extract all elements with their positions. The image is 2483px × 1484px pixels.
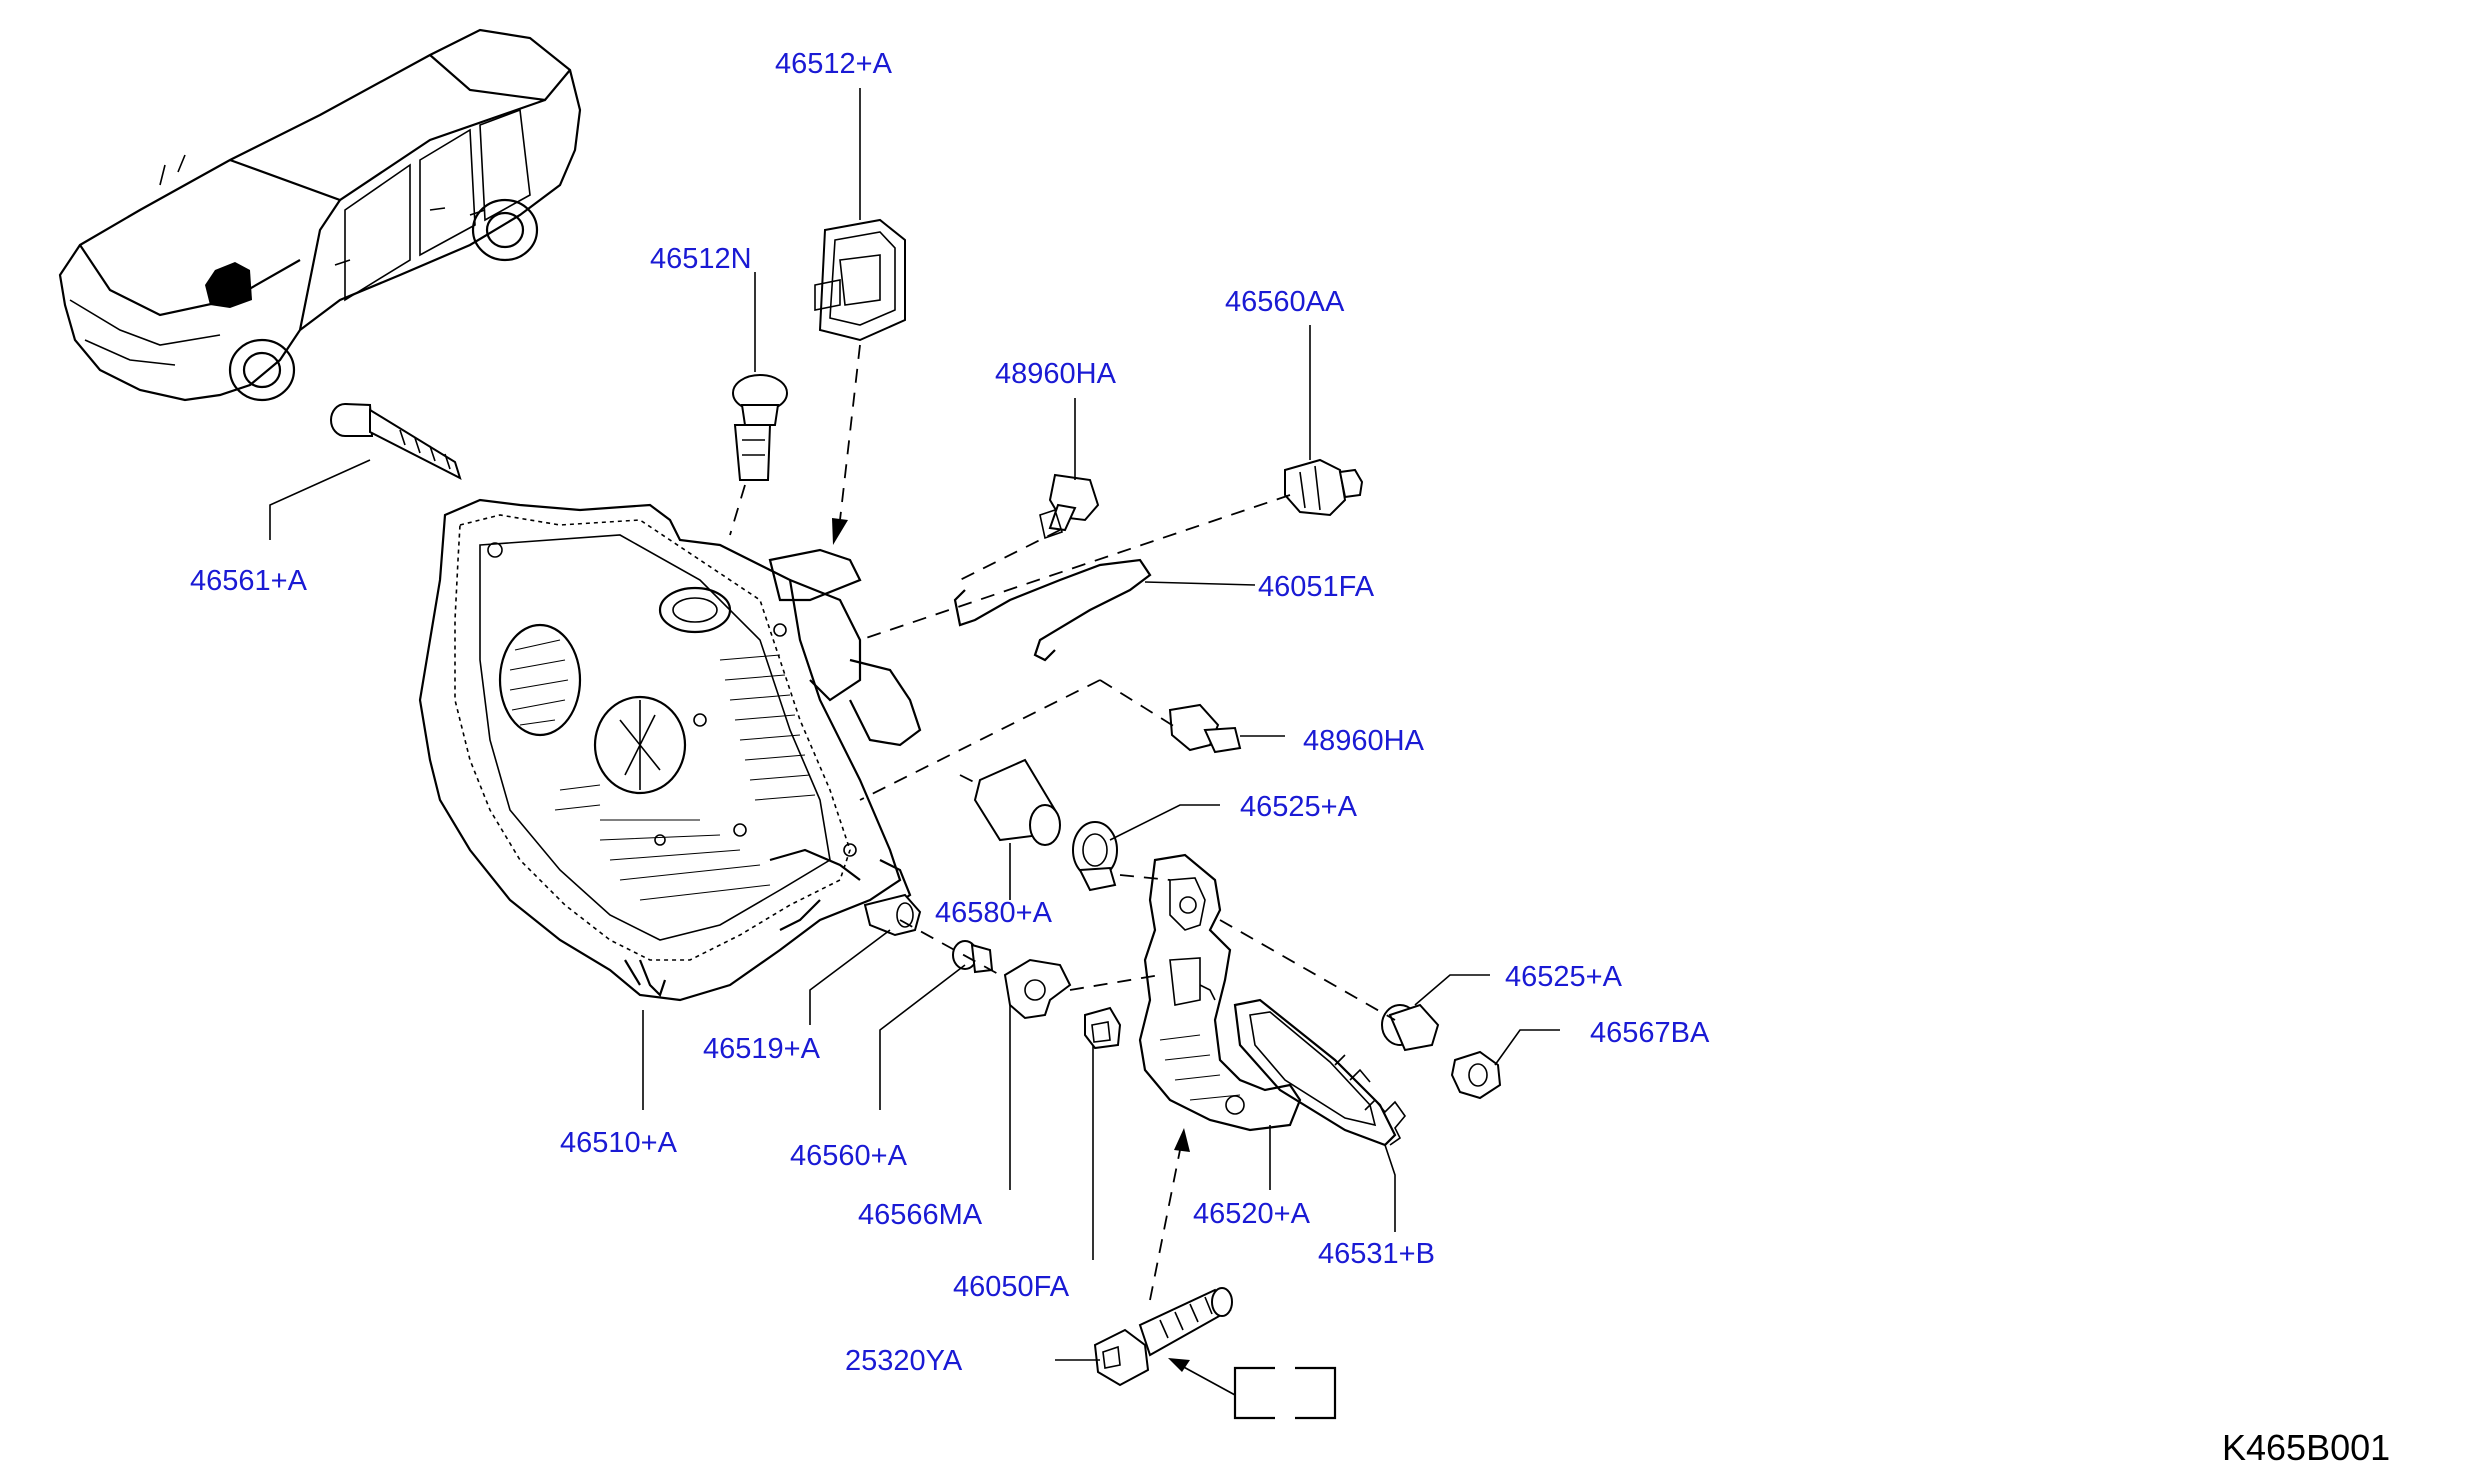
- nut-drawing: [1450, 1050, 1502, 1100]
- reference-arrowhead: [1168, 1358, 1190, 1372]
- stopper-rubber-drawing: [863, 893, 922, 937]
- pivot-bush-upper-drawing: [1072, 821, 1118, 892]
- stopper-fa-drawing: [1084, 1006, 1122, 1050]
- clip-aa-drawing: [1284, 458, 1364, 517]
- part-label-46566ma[interactable]: 46566MA: [858, 1199, 983, 1231]
- return-spring-drawing: [953, 558, 1152, 662]
- switch-bracket-drawing: [814, 218, 906, 342]
- pivot-bush-lower-drawing: [1381, 1003, 1440, 1052]
- part-label-46520-a[interactable]: 46520+A: [1193, 1198, 1311, 1230]
- part-label-46561-a[interactable]: 46561+A: [190, 565, 308, 597]
- part-label-46560aa[interactable]: 46560AA: [1225, 286, 1345, 318]
- brake-pedal-arm-drawing: [1138, 853, 1302, 1132]
- screw-upper-drawing: [1039, 473, 1100, 540]
- bolt-drawing: [330, 403, 462, 480]
- part-label-46567ba[interactable]: 46567BA: [1590, 1017, 1710, 1049]
- part-label-46510-a[interactable]: 46510+A: [560, 1127, 678, 1159]
- part-labels: 46512+A 46512N 46560AA 48960HA 46561+A 4…: [190, 48, 1710, 1377]
- part-label-46512n[interactable]: 46512N: [650, 243, 752, 275]
- clip-ma-drawing: [1003, 958, 1072, 1020]
- part-label-46519-a[interactable]: 46519+A: [703, 1033, 821, 1065]
- screw-lower-drawing: [1168, 703, 1242, 754]
- stop-lamp-switch-drawing: [1093, 1287, 1233, 1387]
- part-label-48960ha-lower[interactable]: 48960HA: [1303, 725, 1425, 757]
- stopper-clip-drawing: [732, 374, 788, 481]
- reference-box: [1233, 1366, 1337, 1420]
- diagram-code: K465B001: [2222, 1427, 2390, 1468]
- clip-small-drawing: [952, 940, 994, 974]
- part-label-46580-a[interactable]: 46580+A: [935, 897, 1053, 929]
- part-label-48960ha-upper[interactable]: 48960HA: [995, 358, 1117, 390]
- part-label-46050fa[interactable]: 46050FA: [953, 1271, 1070, 1303]
- part-label-46525-a-upper[interactable]: 46525+A: [1240, 791, 1358, 823]
- pedal-pad-drawing: [1233, 998, 1407, 1147]
- part-label-25320ya[interactable]: 25320YA: [845, 1345, 963, 1377]
- bushing-drawing: [973, 758, 1061, 846]
- leader-lines: [269, 88, 1560, 1361]
- part-label-46051fa[interactable]: 46051FA: [1258, 571, 1375, 603]
- part-label-46525-a-lower[interactable]: 46525+A: [1505, 961, 1623, 993]
- assembly-lines: [729, 344, 1396, 1301]
- part-label-46512-a[interactable]: 46512+A: [775, 48, 893, 80]
- pedal-bracket-drawing: [418, 498, 922, 1002]
- reference-arrow-line: [1179, 1364, 1236, 1396]
- vehicle-locator-drawing: [58, 28, 582, 402]
- part-label-46531-b[interactable]: 46531+B: [1318, 1238, 1435, 1270]
- part-label-46560-a[interactable]: 46560+A: [790, 1140, 908, 1172]
